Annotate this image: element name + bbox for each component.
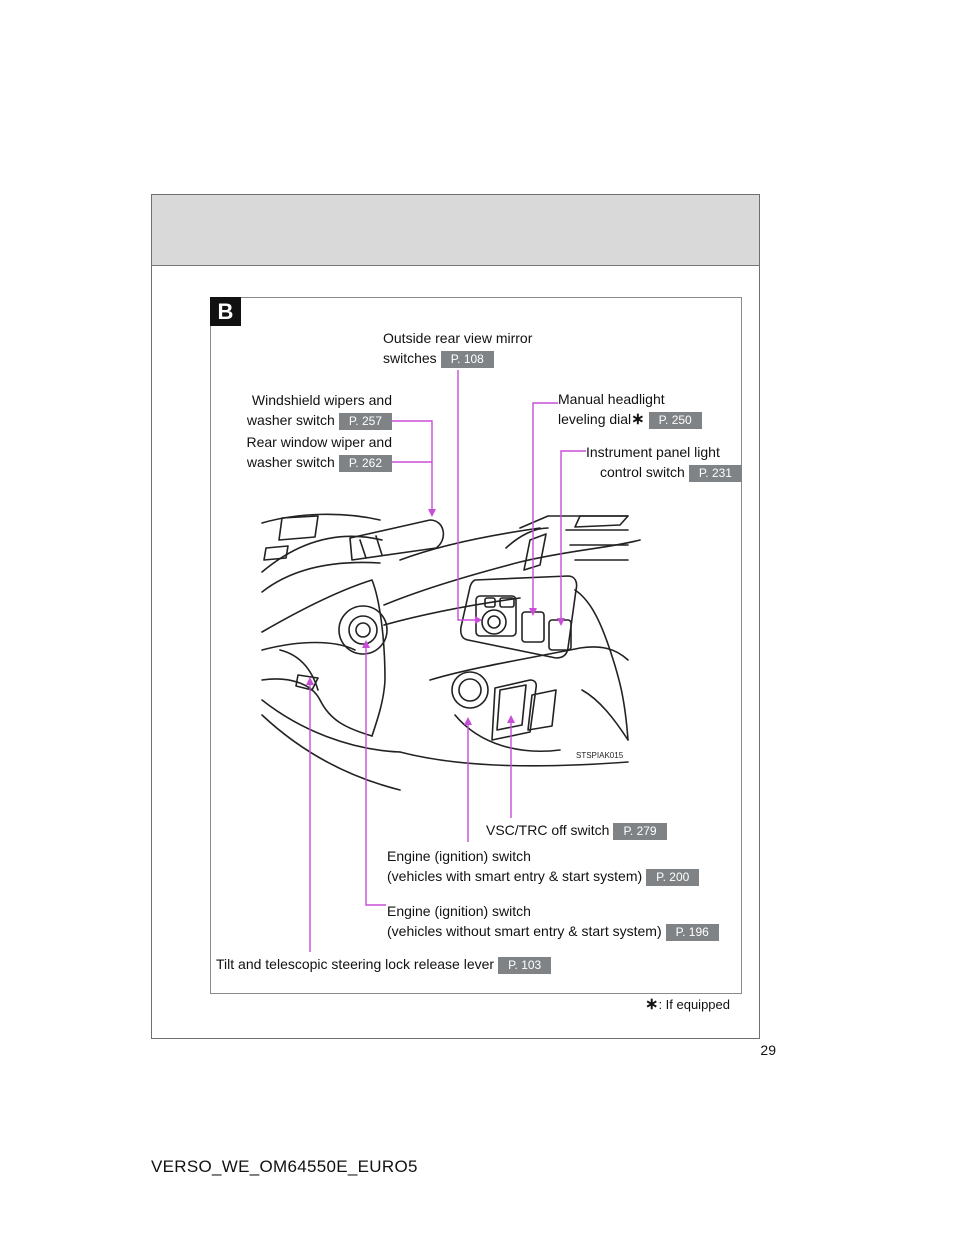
engine-switch-smart-ref[interactable]: P. 200 <box>646 868 700 886</box>
headlight-leveling-label-line1: Manual headlight <box>558 391 665 407</box>
header-band <box>152 195 759 266</box>
windshield-wiper-label-line1: Windshield wipers and <box>251 392 392 408</box>
page-frame <box>151 194 760 1039</box>
engine-switch-nosmart-callout: Engine (ignition) switch (vehicles witho… <box>387 901 719 941</box>
document-code: VERSO_WE_OM64550E_EURO5 <box>151 1157 418 1176</box>
engine-switch-nosmart-ref[interactable]: P. 196 <box>665 923 719 941</box>
vsc-trc-label: VSC/TRC off switch <box>486 822 610 838</box>
rear-wiper-ref[interactable]: P. 262 <box>338 454 392 472</box>
footnote-text: : If equipped <box>658 997 730 1012</box>
rear-wiper-label-line1: Rear window wiper and <box>246 434 392 450</box>
panel-light-label-line2: control switch <box>600 464 685 480</box>
windshield-wiper-label-line2: washer switch <box>246 412 335 428</box>
vsc-trc-ref[interactable]: P. 279 <box>613 822 667 840</box>
mirror-switch-label-line1: Outside rear view mirror <box>383 330 533 346</box>
section-badge: B <box>210 297 241 326</box>
panel-light-ref[interactable]: P. 231 <box>688 464 742 482</box>
tilt-lever-callout: Tilt and telescopic steering lock releas… <box>216 954 552 974</box>
tilt-lever-ref[interactable]: P. 103 <box>498 956 552 974</box>
windshield-wiper-ref[interactable]: P. 257 <box>338 412 392 430</box>
image-code: STSPIAK015 <box>576 751 624 760</box>
tilt-lever-label: Tilt and telescopic steering lock releas… <box>216 956 495 972</box>
panel-light-label-line1: Instrument panel light <box>586 444 720 460</box>
mirror-switch-label-line2: switches <box>383 350 437 366</box>
footnote: ∗: If equipped <box>560 994 730 1014</box>
headlight-leveling-label-line2: leveling dial <box>558 411 632 427</box>
engine-switch-smart-label-line2: (vehicles with smart entry & start syste… <box>387 868 643 884</box>
engine-switch-nosmart-label-line1: Engine (ignition) switch <box>387 903 531 919</box>
rear-wiper-label-line2: washer switch <box>246 454 335 470</box>
mirror-switch-ref[interactable]: P. 108 <box>440 350 494 368</box>
headlight-leveling-ref[interactable]: P. 250 <box>648 411 702 429</box>
headlight-leveling-callout: Manual headlight leveling dial∗P. 250 <box>558 389 702 430</box>
engine-switch-nosmart-label-line2: (vehicles without smart entry & start sy… <box>387 923 662 939</box>
illustration-box <box>210 297 742 994</box>
page-number: 29 <box>760 1042 776 1058</box>
engine-switch-smart-label-line1: Engine (ignition) switch <box>387 848 531 864</box>
engine-switch-smart-callout: Engine (ignition) switch (vehicles with … <box>387 846 700 886</box>
footnote-asterisk: ∗ <box>645 996 659 1013</box>
if-equipped-asterisk: ∗ <box>631 411 645 428</box>
